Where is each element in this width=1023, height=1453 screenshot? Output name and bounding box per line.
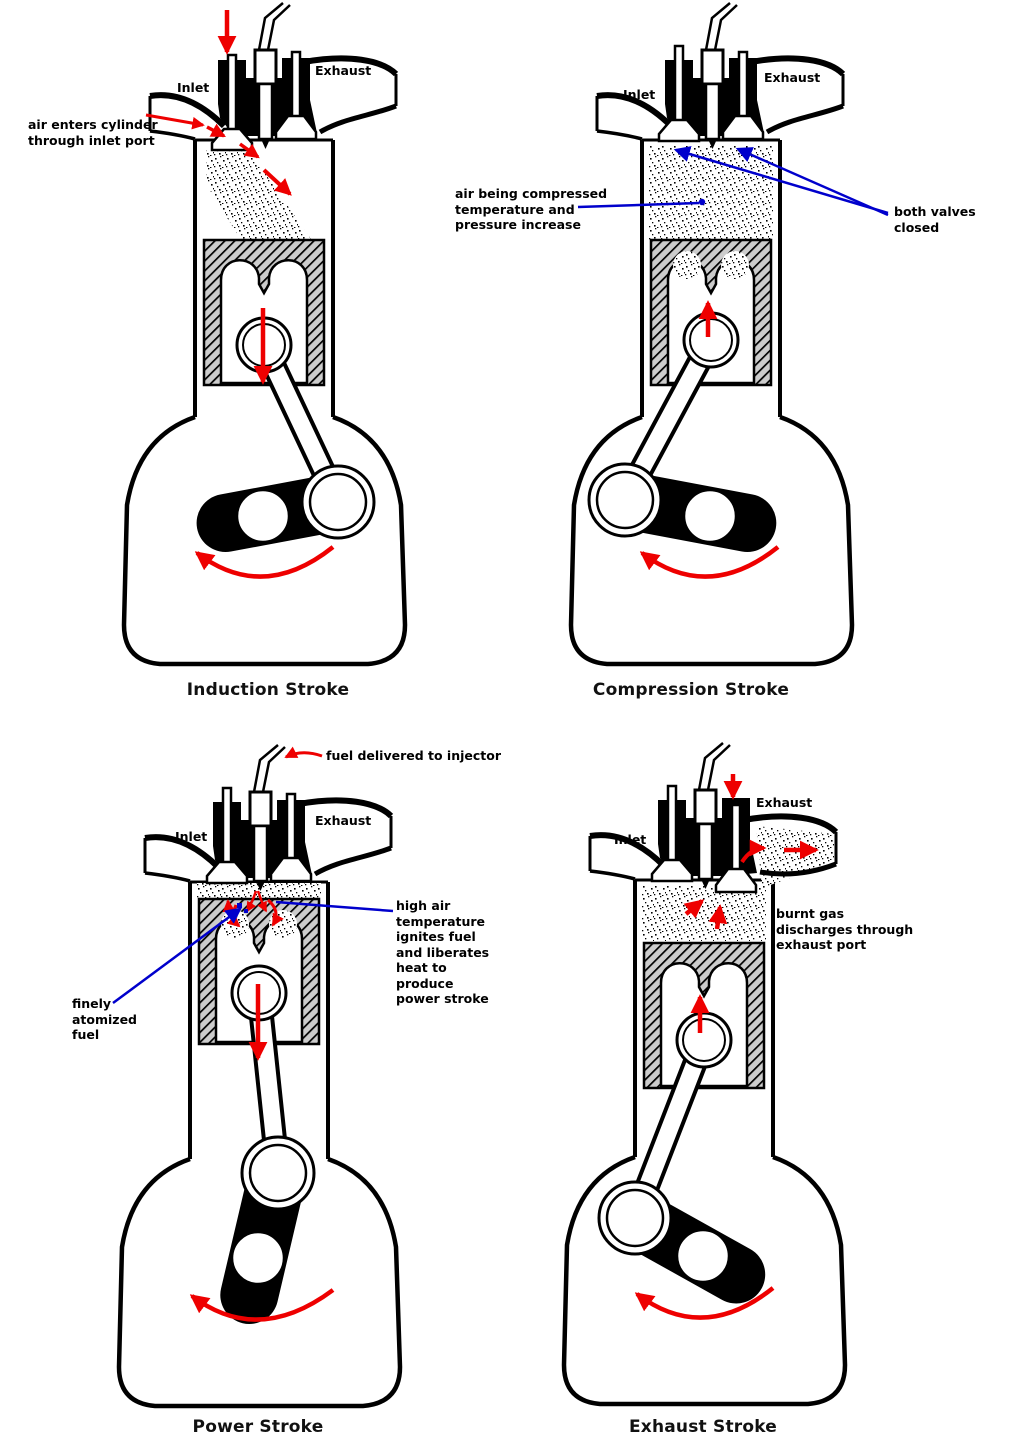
compression-air-note: air being compressed temperature and pre…	[455, 186, 608, 232]
induction-air-enters-note: air enters cylinder through inlet port	[28, 117, 158, 148]
exhaust-stroke-caption: Exhaust Stroke	[628, 1417, 778, 1437]
finely-atomized-note: finely atomized fuel	[72, 996, 138, 1042]
power-engine-drawing	[116, 744, 403, 1409]
compression-engine-drawing	[568, 2, 855, 667]
compression-stroke-caption: Compression Stroke	[592, 680, 790, 700]
high-air-temp-note: high air temperature ignites fuel and li…	[396, 898, 490, 1006]
both-valves-closed-note: both valves closed	[894, 204, 976, 235]
exhaust-engine-drawing	[561, 742, 848, 1407]
power-stroke-caption: Power Stroke	[192, 1417, 324, 1437]
exhaust-exhaust-label: Exhaust	[756, 795, 813, 810]
compression-inlet-label: Inlet	[623, 87, 656, 102]
annotation-arrows	[112, 10, 889, 1322]
induction-exhaust-label: Exhaust	[315, 63, 372, 78]
compression-exhaust-label: Exhaust	[764, 70, 821, 85]
fuel-delivered-note: fuel delivered to injector	[326, 748, 502, 763]
power-exhaust-label: Exhaust	[315, 813, 372, 828]
induction-stroke-caption: Induction Stroke	[186, 680, 350, 700]
induction-inlet-label: Inlet	[177, 80, 210, 95]
power-inlet-label: Inlet	[175, 829, 208, 844]
exhaust-inlet-label: Inlet	[614, 832, 647, 847]
burnt-gas-note: burnt gas discharges through exhaust por…	[776, 906, 914, 952]
